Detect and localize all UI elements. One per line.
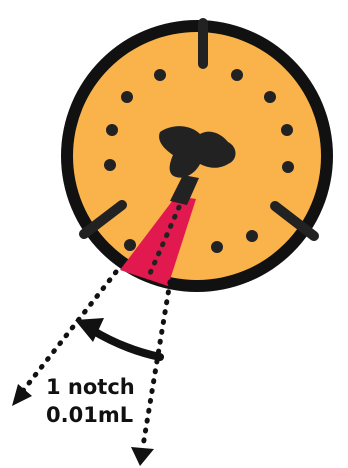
- dot-marker: [211, 241, 223, 253]
- notch-label: 1 notch: [46, 375, 135, 399]
- dot-marker: [231, 69, 243, 81]
- dot-marker: [121, 91, 133, 103]
- dot-marker: [282, 161, 294, 173]
- dotted-arrow-right-line: [140, 279, 173, 449]
- notch-wedge: [120, 196, 196, 286]
- wedge-dotted-line: [145, 195, 186, 281]
- dot-marker: [124, 239, 136, 251]
- dot-marker: [154, 69, 166, 81]
- tick-left: [79, 200, 127, 239]
- arrowhead-left-icon: [12, 384, 32, 406]
- curved-arrowhead: [75, 318, 104, 342]
- dot-markers: [104, 69, 294, 253]
- arrowhead-right-icon: [131, 447, 154, 466]
- dot-marker: [264, 91, 276, 103]
- tick-right: [270, 201, 319, 241]
- dot-marker: [281, 124, 293, 136]
- volume-label: 0.01mL: [46, 403, 134, 427]
- curved-arrow-icon: [88, 326, 164, 361]
- dot-marker: [104, 159, 116, 171]
- dot-marker: [246, 230, 258, 242]
- dot-marker: [106, 124, 118, 136]
- knob-icon: [159, 126, 236, 205]
